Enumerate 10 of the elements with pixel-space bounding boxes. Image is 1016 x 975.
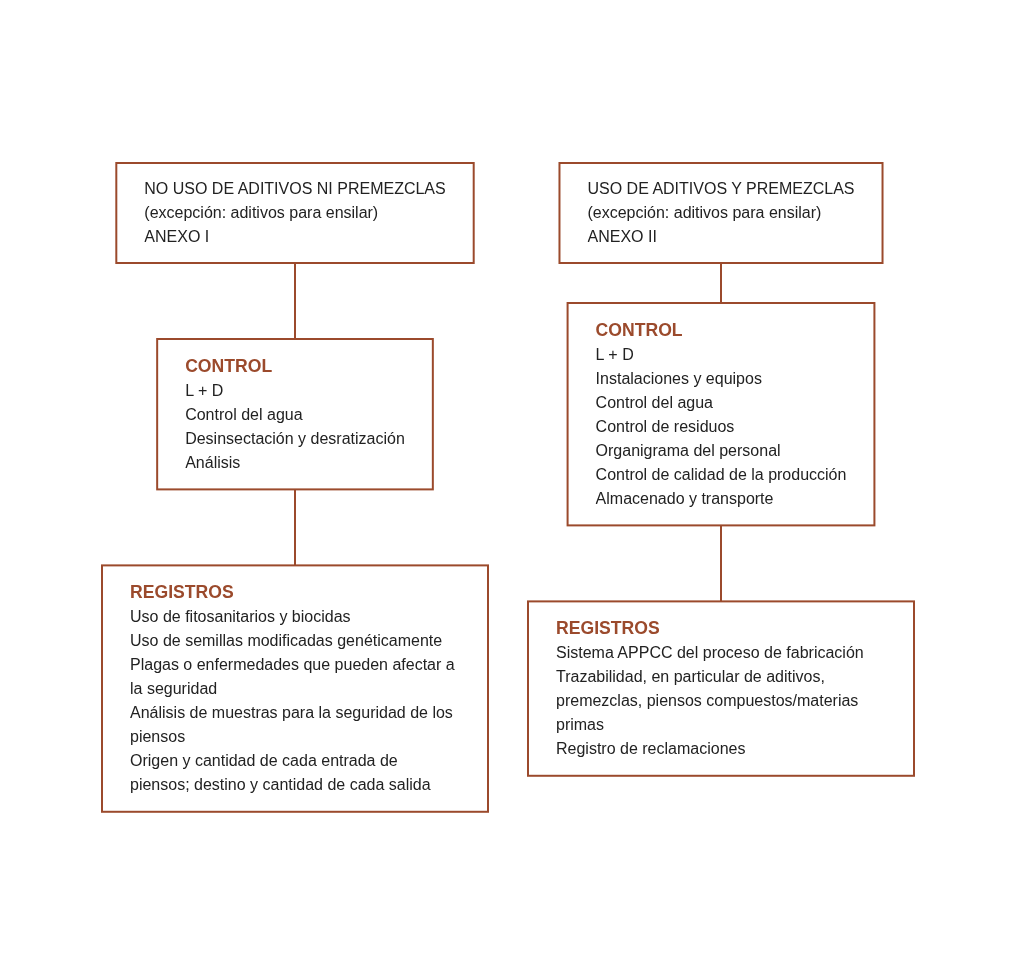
node-box: REGISTROS Uso de fitosanitarios y biocidas Uso de semillas modificadas genéticamente Plagas o enfermedades que pueden afectar a la seguridad Análisis de muestras para la seguridad de los piensos Origen y cantidad de cada entrada de piensos; destino y cantidad de cada salida <box>101 564 489 813</box>
connector <box>294 488 296 567</box>
node-box: NO USO DE ADITIVOS NI PREMEZCLAS (excepción: aditivos para ensilar) ANEXO I <box>115 162 475 265</box>
node-box: CONTROL L + D Control del agua Desinsectación y desratización Análisis <box>156 338 434 491</box>
node-box: CONTROL L + D Instalaciones y equipos Control del agua Control de residuos Organigrama del personal Control de calidad de la producción Almacenado y transporte <box>566 302 876 527</box>
connector <box>720 524 722 603</box>
connector <box>294 262 296 341</box>
connector <box>720 262 722 305</box>
node-box: REGISTROS Sistema APPCC del proceso de fabricación Trazabilidad, en particular de aditivos, premezclas, piensos compuestos/materias primas Registro de reclamaciones <box>527 600 915 777</box>
node-box: USO DE ADITIVOS Y PREMEZCLAS (excepción: aditivos para ensilar) ANEXO II <box>558 162 884 265</box>
